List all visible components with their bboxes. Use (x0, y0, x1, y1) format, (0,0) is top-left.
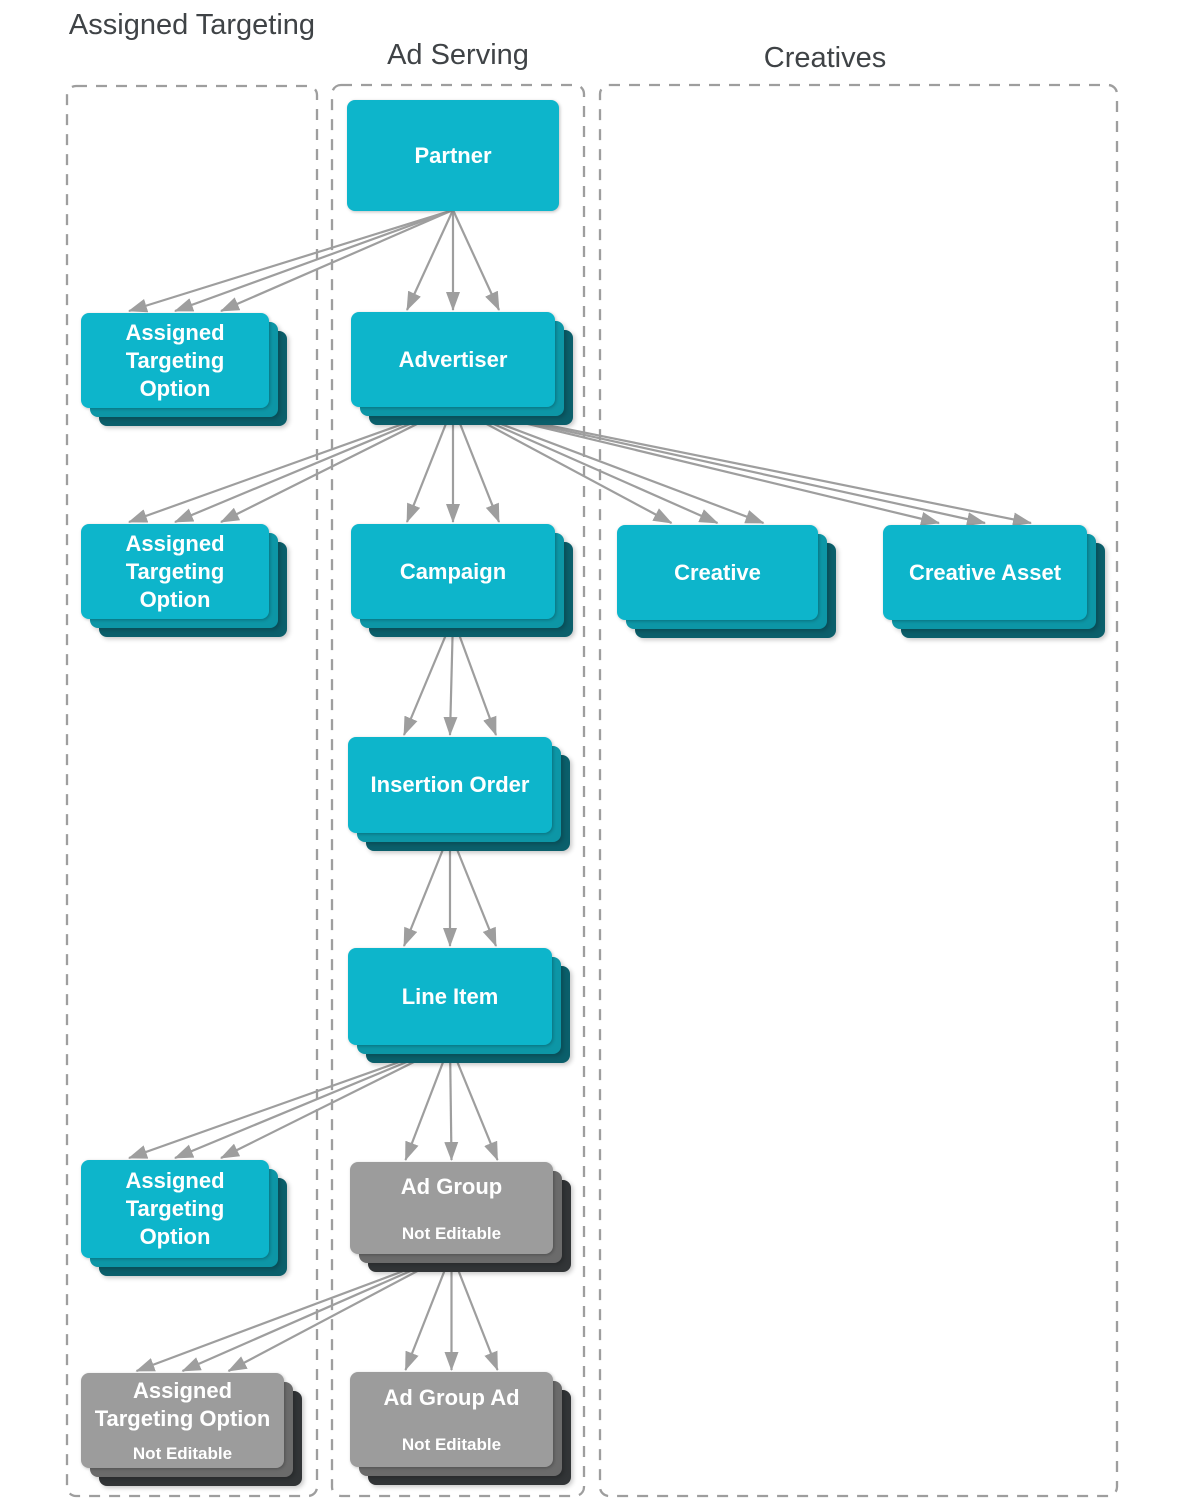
edge-advertiser-to-campaign-line1 (405, 405, 455, 523)
column-title-ad-serving: Ad Serving (387, 39, 529, 71)
node-ad-group-sublabel: Not Editable (401, 1223, 502, 1243)
node-ato2-card: Assigned Targeting Option (81, 524, 269, 619)
node-campaign-label: Campaign (399, 558, 507, 584)
edge-advertiser-to-creative-line2 (452, 404, 719, 525)
edge-line-item-to-ato3-line3 (220, 1043, 451, 1159)
node-ato1: Assigned Targeting Option (81, 313, 287, 426)
node-creative-asset: Creative Asset (883, 525, 1105, 638)
node-ato1-label: Assigned Targeting Option (125, 319, 225, 401)
edge-advertiser-to-creative-asset-line1 (452, 404, 940, 526)
edge-ad-group-to-ato4-line1 (135, 1251, 452, 1373)
edge-ad-group-to-ato4-line3 (227, 1252, 453, 1372)
node-ato4-label: Assigned Targeting Option (94, 1378, 271, 1431)
node-ad-group-label: Ad Group (400, 1173, 503, 1199)
edge-ad-group-to-ad-group-ad-line3 (450, 1252, 499, 1371)
column-title-assigned-targeting: Assigned Targeting (68, 9, 316, 41)
edge-line-item-to-ato3-line1 (128, 1042, 451, 1160)
node-creative-asset-label: Creative Asset (908, 559, 1062, 585)
node-ato3: Assigned Targeting Option (81, 1160, 287, 1276)
edge-line-item-to-ato3-line2 (174, 1042, 451, 1160)
node-ato1-card: Assigned Targeting Option (81, 313, 269, 408)
edge-ad-group-to-ato4-line2 (181, 1251, 452, 1373)
edge-advertiser-to-ato2-line3 (220, 405, 454, 523)
node-campaign-card: Campaign (351, 524, 555, 619)
edge-advertiser-to-campaign-line3 (451, 405, 501, 523)
node-ato3-label: Assigned Targeting Option (125, 1168, 225, 1249)
node-partner-card: Partner (347, 100, 559, 211)
node-creative-card: Creative (617, 525, 818, 620)
node-insertion-order: Insertion Order (348, 737, 570, 851)
edge-line-item-to-ad-group-line2 (444, 1043, 459, 1161)
node-ato2: Assigned Targeting Option (81, 524, 287, 637)
edge-campaign-to-insertion-order-line1 (402, 617, 455, 736)
node-ato4-sublabel: Not Editable (132, 1444, 233, 1463)
node-partner: Partner (347, 100, 559, 211)
edge-line-item-to-ad-group-line1 (404, 1043, 452, 1161)
edge-campaign-to-insertion-order-line3 (451, 617, 498, 736)
node-creative-label: Creative (674, 559, 761, 585)
node-partner-label: Partner (414, 142, 492, 168)
node-ato2-label: Assigned Targeting Option (125, 530, 225, 612)
node-ad-group-ad-sublabel: Not Editable (401, 1435, 502, 1454)
column-title-creatives: Creatives (763, 42, 887, 74)
edge-ad-group-to-ad-group-ad-line1 (404, 1252, 453, 1371)
edge-partner-to-ato1-line3 (220, 208, 454, 313)
node-advertiser-card: Advertiser (351, 312, 555, 407)
column-border-ad-serving (330, 83, 586, 1498)
node-line-item-label: Line Item (401, 983, 499, 1009)
column-border-creatives (598, 83, 1119, 1498)
node-ato3-card: Assigned Targeting Option (81, 1160, 269, 1258)
edge-partner-to-advertiser-line3 (452, 209, 500, 311)
edge-advertiser-to-creative-asset-line2 (452, 404, 986, 526)
edge-advertiser-to-creative-line3 (452, 404, 765, 525)
node-advertiser-label: Advertiser (398, 346, 508, 372)
node-line-item-card: Line Item (348, 948, 552, 1045)
edge-partner-to-ato1-line2 (174, 208, 454, 313)
node-advertiser: Advertiser (351, 312, 573, 425)
edge-advertiser-to-ato2-line2 (174, 404, 454, 524)
node-ad-group-ad-label: Ad Group Ad (383, 1385, 520, 1410)
node-insertion-order-card: Insertion Order (348, 737, 552, 833)
node-insertion-order-label: Insertion Order (370, 772, 530, 797)
edge-insertion-order-to-line-item-line1 (402, 831, 452, 947)
node-campaign: Campaign (351, 524, 573, 637)
node-ad-group-ad: Ad Group Ad Not Editable (350, 1372, 571, 1485)
node-ad-group-ad-card: Ad Group Ad Not Editable (350, 1372, 553, 1467)
edge-line-item-to-ad-group-line3 (448, 1043, 499, 1161)
edge-advertiser-to-creative-line1 (452, 405, 673, 524)
edge-advertiser-to-creative-asset-line3 (452, 404, 1032, 527)
edge-partner-to-ato1-line1 (128, 208, 454, 313)
edge-insertion-order-to-line-item-line3 (448, 831, 498, 947)
edge-advertiser-to-ato2-line1 (128, 404, 454, 524)
edge-campaign-to-insertion-order-line2 (443, 617, 458, 736)
column-border-assigned-targeting (65, 84, 319, 1498)
node-line-item: Line Item (348, 948, 570, 1063)
node-creative-asset-card: Creative Asset (883, 525, 1087, 620)
edge-partner-to-advertiser-line1 (406, 209, 454, 311)
node-creative: Creative (617, 525, 836, 638)
